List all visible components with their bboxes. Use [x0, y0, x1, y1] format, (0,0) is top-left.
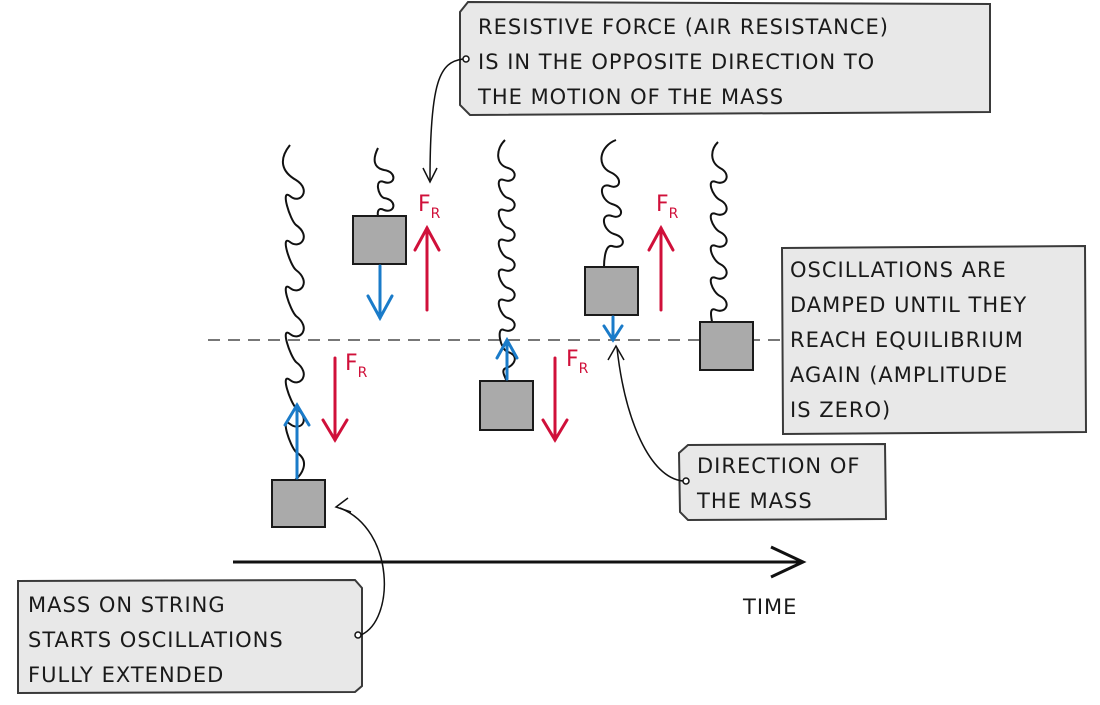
svg-text:DIRECTION OF: DIRECTION OF [697, 454, 860, 478]
motion-arrow-up [283, 402, 311, 480]
resistive-force-arrow-down [321, 356, 349, 443]
svg-text:OSCILLATIONS ARE: OSCILLATIONS ARE [790, 258, 1007, 282]
resistive-force-arrow-up [413, 224, 441, 312]
pointer-arrowhead [422, 167, 438, 184]
mass [584, 266, 639, 316]
stage-above-equilibrium: FR [584, 139, 679, 343]
resistive-force-label: FR [345, 351, 368, 381]
svg-text:FULLY EXTENDED: FULLY EXTENDED [28, 663, 224, 687]
time-axis: TIME [233, 545, 807, 619]
svg-text:DAMPED UNTIL THEY: DAMPED UNTIL THEY [790, 293, 1027, 317]
pointer-arrowhead [334, 497, 352, 513]
spring [600, 139, 624, 268]
pointer-line [616, 347, 684, 482]
stage-fully-extended: FR [271, 144, 368, 528]
spring [709, 141, 728, 323]
note-start-fully-extended: MASS ON STRING STARTS OSCILLATIONS FULLY… [17, 578, 363, 695]
spring [373, 147, 395, 217]
motion-arrow-down [602, 315, 624, 343]
svg-text:IS IN THE OPPOSITE DIRECTION T: IS IN THE OPPOSITE DIRECTION TO [478, 50, 875, 74]
spring [497, 139, 516, 381]
mass [271, 479, 326, 528]
svg-text:RESISTIVE FORCE (AIR RESISTANC: RESISTIVE FORCE (AIR RESISTANCE) [478, 15, 889, 39]
resistive-force-arrow-up [647, 224, 675, 312]
resistive-force-label: FR [566, 347, 589, 377]
note-damped-oscillations: OSCILLATIONS ARE DAMPED UNTIL THEY REACH… [780, 244, 1088, 436]
pointer-line [429, 58, 464, 181]
mass [479, 380, 534, 431]
motion-arrow-up [495, 336, 519, 381]
resistive-force-label: FR [418, 192, 441, 222]
note-resistive-force: RESISTIVE FORCE (AIR RESISTANCE) IS IN T… [459, 0, 991, 117]
pointer-arrowhead [607, 344, 625, 361]
stage-compressed: FR [352, 147, 441, 322]
time-axis-label: TIME [742, 595, 797, 619]
pointer-line [339, 507, 386, 636]
stage-equilibrium [699, 141, 754, 371]
svg-text:IS ZERO): IS ZERO) [790, 398, 891, 422]
resistive-force-label: FR [656, 192, 679, 222]
svg-text:AGAIN (AMPLITUDE: AGAIN (AMPLITUDE [790, 363, 1008, 387]
motion-arrow-down [366, 264, 394, 322]
stage-below-equilibrium: FR [479, 139, 589, 443]
mass [699, 321, 754, 371]
spring [281, 144, 306, 481]
svg-text:MASS ON STRING: MASS ON STRING [28, 593, 226, 617]
resistive-force-arrow-down [541, 356, 569, 443]
mass [352, 215, 407, 265]
svg-text:THE MASS: THE MASS [696, 489, 813, 513]
note-direction-of-mass: DIRECTION OF THE MASS [677, 442, 888, 522]
svg-text:REACH EQUILIBRIUM: REACH EQUILIBRIUM [790, 328, 1024, 352]
svg-text:THE MOTION OF THE MASS: THE MOTION OF THE MASS [477, 85, 784, 109]
svg-text:STARTS OSCILLATIONS: STARTS OSCILLATIONS [28, 628, 284, 652]
